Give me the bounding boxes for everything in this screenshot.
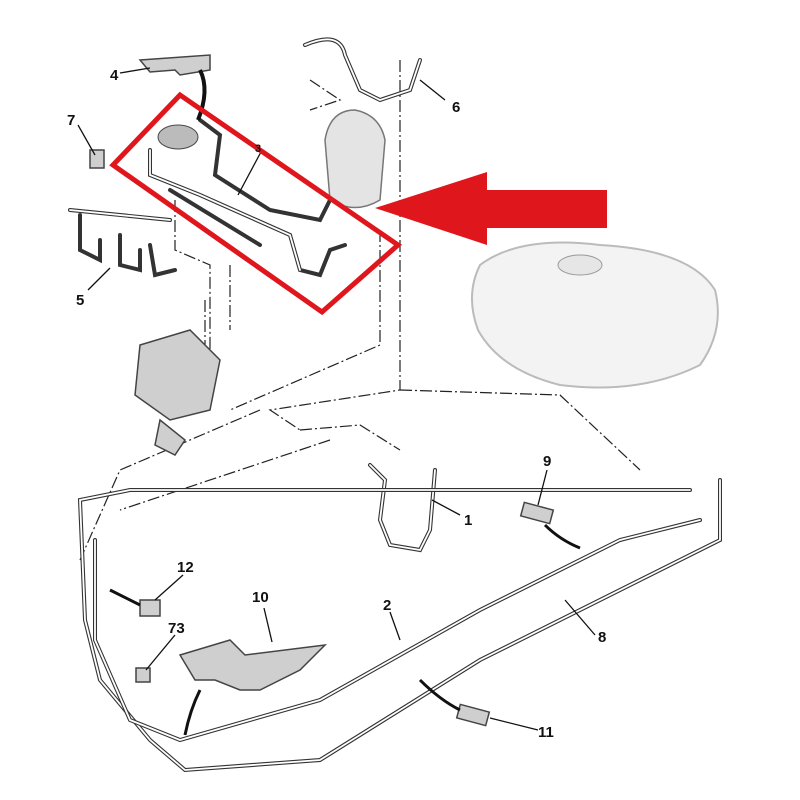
clip-12 [139, 599, 161, 617]
callout-5: 5 [76, 292, 84, 309]
callout-10: 10 [252, 589, 269, 606]
injector-rail [68, 208, 177, 278]
pipe-1 [368, 463, 437, 553]
clip-7 [89, 149, 105, 169]
clip-73 [135, 667, 151, 683]
leader-lines [77, 67, 596, 731]
clip-9 [519, 501, 555, 525]
highlight-box [109, 91, 403, 316]
callout-73: 73 [168, 620, 185, 637]
fuel-return-harness [148, 118, 347, 278]
callout-4: 4 [110, 67, 119, 84]
callout-8: 8 [598, 629, 606, 646]
callout-1: 1 [464, 512, 472, 529]
highlight-arrow [375, 172, 607, 245]
callout-11: 11 [538, 724, 554, 741]
callout-3: 3 [255, 143, 261, 155]
main-fuel-lines [77, 478, 722, 773]
bracket-10 [178, 639, 328, 691]
clip-11 [455, 703, 491, 727]
callout-12: 12 [177, 559, 194, 576]
assembly-dash-lines [79, 60, 641, 561]
bracket-4 [138, 54, 211, 76]
fuel-tank [470, 241, 719, 389]
callout-9: 9 [543, 453, 551, 470]
callout-2: 2 [383, 597, 391, 614]
callout-7: 7 [67, 112, 75, 129]
injection-pump [134, 329, 221, 456]
callout-6: 6 [452, 99, 460, 116]
fuel-filter [324, 109, 386, 209]
